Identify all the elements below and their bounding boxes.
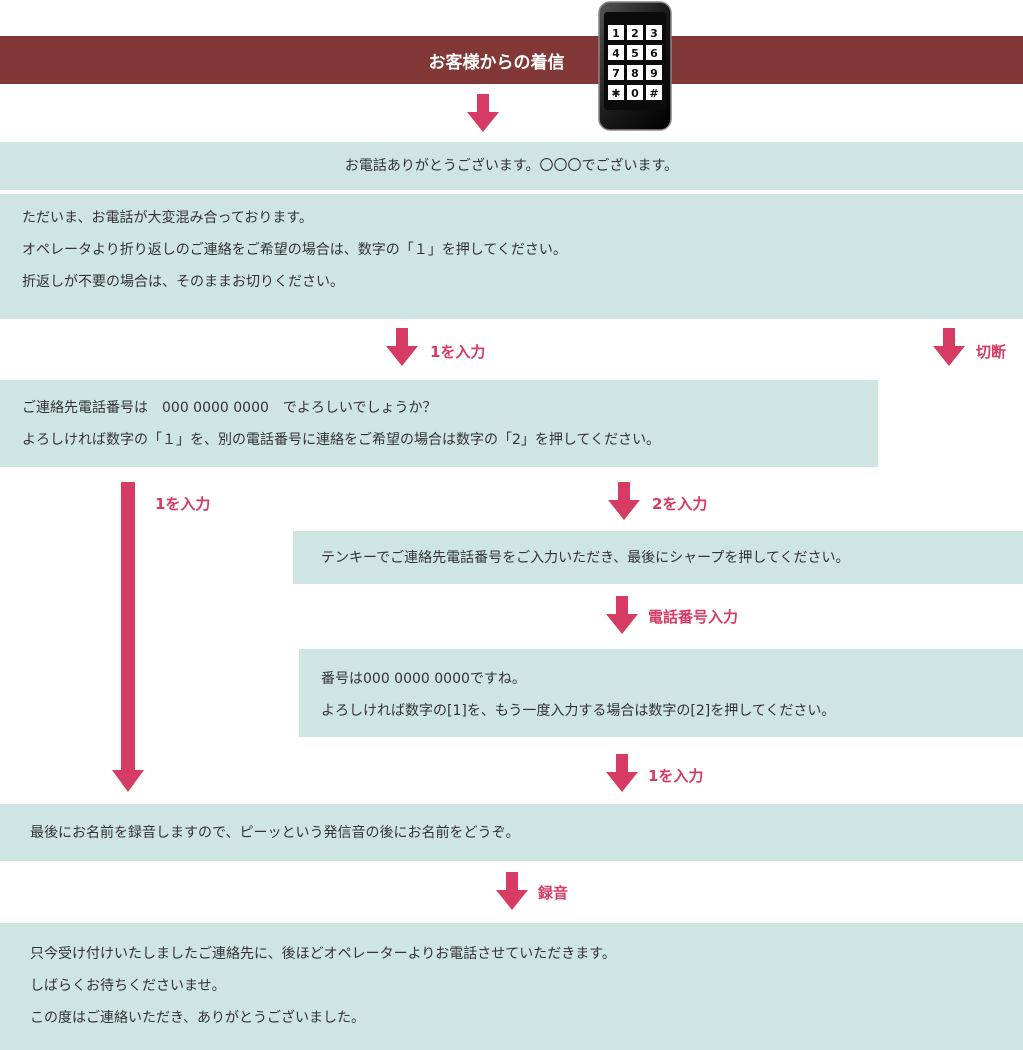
closing-line-1: 只今受け付けいたしましたご連絡先に、後ほどオペレーターよりお電話させていただきま… — [30, 946, 616, 962]
keypad-key-label: 8 — [631, 67, 639, 80]
down-arrow-icon — [386, 328, 418, 366]
busy-message-box: ただいま、お電話が大変混み合っております。 オペレータより折り返しのご連絡をご希… — [0, 194, 1023, 319]
closing-line-2: しばらくお待ちくださいませ。 — [30, 978, 226, 994]
confirm-entered-line-1: 番号は000 0000 0000ですね。 — [321, 671, 526, 687]
keypad-key-label: 1 — [612, 27, 620, 40]
busy-line-1: ただいま、お電話が大変混み合っております。 — [22, 210, 313, 226]
press-2-label: 2を入力 — [652, 495, 708, 513]
press-1-label: 1を入力 — [430, 343, 486, 361]
down-arrow-icon — [496, 872, 528, 910]
keypad-key — [627, 85, 643, 100]
enter-number-box: テンキーでご連絡先電話番号をご入力いただき、最後にシャープを押してください。 — [293, 531, 1023, 584]
keypad-key — [627, 25, 643, 40]
closing-line-3: この度はご連絡いただき、ありがとうございました。 — [30, 1010, 366, 1026]
confirm-entered-line-2: よろしければ数字の[1]を、もう一度入力する場合は数字の[2]を押してください。 — [321, 703, 836, 719]
keypad-key-label: ✱ — [611, 87, 620, 100]
confirm-entered-number-box: 番号は000 0000 0000ですね。 よろしければ数字の[1]を、もう一度入… — [299, 649, 1023, 737]
keypad-key — [627, 45, 643, 60]
confirm-number-line-2: よろしければ数字の「１」を、別の電話番号に連絡をご希望の場合は数字の「2」を押し… — [22, 432, 661, 448]
keypad-key — [646, 45, 662, 60]
busy-line-2: オペレータより折り返しのご連絡をご希望の場合は、数字の「１」を押してください。 — [22, 242, 567, 258]
down-arrow-icon — [606, 754, 638, 792]
keypad-key — [608, 85, 624, 100]
incoming-call-title: お客様からの着信 — [428, 52, 565, 73]
down-arrow-icon — [467, 94, 499, 132]
down-arrow-icon — [933, 328, 965, 366]
greeting-message-box: お電話ありがとうございます。〇〇〇でございます。 — [0, 142, 1023, 190]
keypad-key-label: 4 — [612, 47, 620, 60]
phone-entry-label: 電話番号入力 — [648, 608, 739, 626]
greeting-text: お電話ありがとうございます。〇〇〇でございます。 — [344, 158, 679, 174]
down-arrow-icon — [608, 482, 640, 520]
record-name-box: 最後にお名前を録音しますので、ピーッという発信音の後にお名前をどうぞ。 — [0, 804, 1023, 861]
keypad-key — [627, 65, 643, 80]
hangup-label: 切断 — [976, 343, 1007, 361]
keypad-key-label: 7 — [612, 67, 620, 80]
down-arrow-icon — [606, 596, 638, 634]
keypad-key — [646, 25, 662, 40]
press-1-after-entry-label: 1を入力 — [648, 767, 704, 785]
press-1-direct-label: 1を入力 — [155, 495, 211, 513]
enter-number-text: テンキーでご連絡先電話番号をご入力いただき、最後にシャープを押してください。 — [321, 549, 850, 566]
incoming-call-header: お客様からの着信 — [0, 36, 1023, 84]
keypad-key-label: 2 — [631, 27, 639, 40]
keypad-key-label: 9 — [650, 67, 658, 80]
record-label: 録音 — [538, 884, 569, 902]
record-name-text: 最後にお名前を録音しますので、ピーッという発信音の後にお名前をどうぞ。 — [30, 824, 520, 841]
down-arrow-long-icon — [112, 482, 144, 792]
keypad-key — [608, 45, 624, 60]
keypad-key-label: # — [649, 87, 658, 100]
keypad-key-label: 6 — [650, 47, 658, 60]
keypad-key — [608, 25, 624, 40]
keypad-key — [646, 85, 662, 100]
keypad-key-label: 5 — [631, 47, 639, 60]
busy-line-3: 折返しが不要の場合は、そのままお切りください。 — [22, 274, 344, 290]
closing-message-box: 只今受け付けいたしましたご連絡先に、後ほどオペレーターよりお電話させていただきま… — [0, 923, 1023, 1050]
keypad-key — [608, 65, 624, 80]
confirm-number-box: ご連絡先電話番号は 000 0000 0000 でよろしいでしょうか？ よろしけ… — [0, 380, 878, 467]
confirm-number-line-1: ご連絡先電話番号は 000 0000 0000 でよろしいでしょうか？ — [22, 400, 437, 416]
keypad-key-label: 0 — [631, 87, 639, 100]
keypad-key-label: 3 — [650, 27, 658, 40]
keypad-key — [646, 65, 662, 80]
